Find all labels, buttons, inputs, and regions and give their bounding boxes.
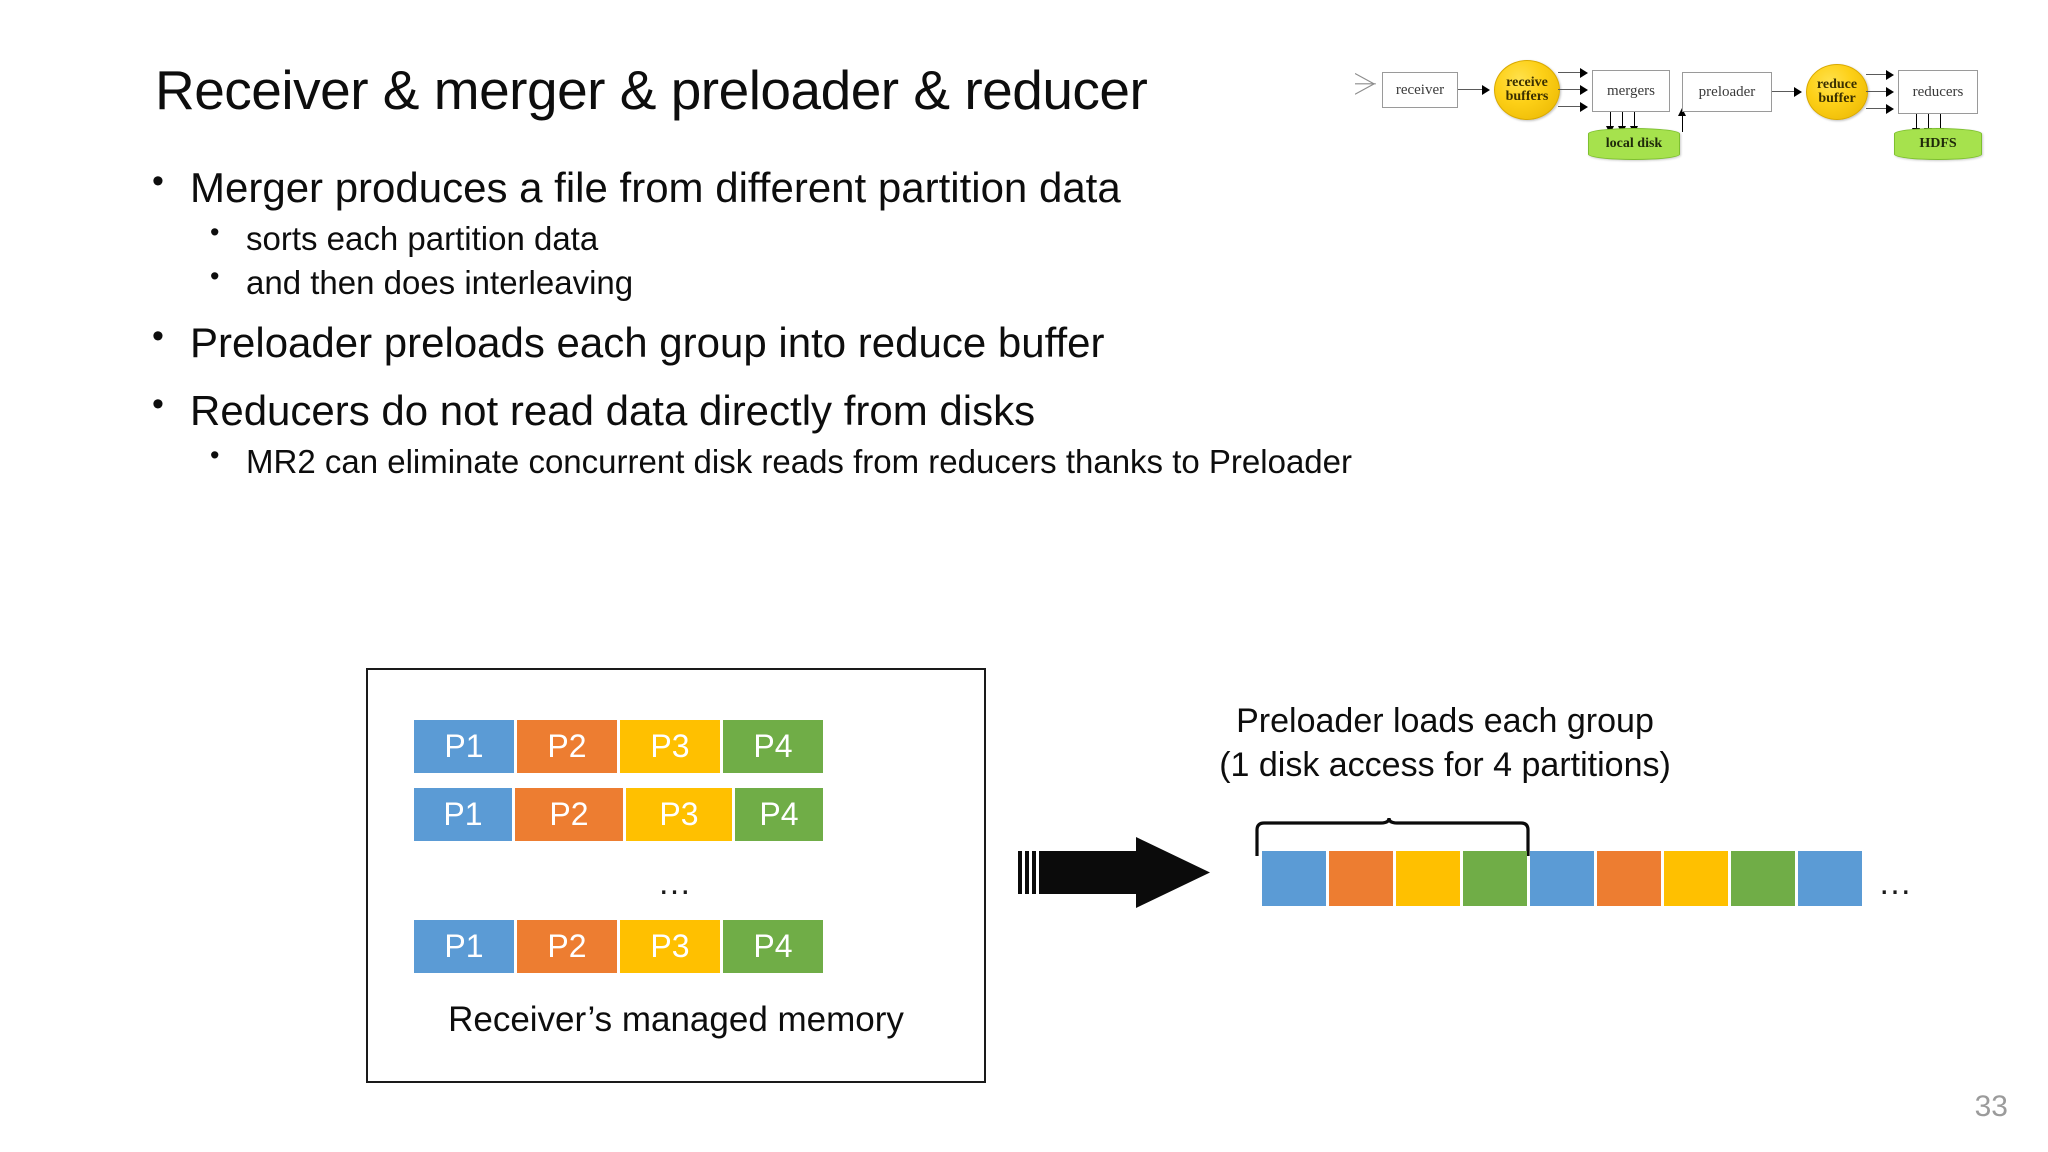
pipeline-node-preloader: preloader: [1682, 72, 1772, 112]
connector-disk-preloader: [1682, 114, 1684, 132]
connector-reducers-hdfs-3: [1940, 114, 1942, 132]
bullet-level1-merger: Merger produces a file from different pa…: [150, 159, 1850, 215]
pipeline-node-local-disk-label: local disk: [1605, 136, 1663, 151]
arrow-buffer-reducers-1-icon: [1886, 70, 1894, 80]
connector-reducers-hdfs-1: [1916, 114, 1918, 132]
memory-cell-p2: P2: [517, 720, 617, 773]
pipeline-node-reducers-label: reducers: [1912, 83, 1964, 100]
pipeline-node-local-disk: local disk: [1588, 128, 1680, 160]
arrow-disk-preloader-icon: [1678, 108, 1686, 116]
sequence-cell-p4: [1463, 851, 1527, 906]
connector-mergers-disk-2: [1622, 112, 1624, 130]
sequence-cell-p1: [1262, 851, 1326, 906]
bullet-spacer-2: [150, 373, 1850, 383]
connector-mergers-disk-3: [1634, 112, 1636, 130]
memory-cell-p1: P1: [414, 920, 514, 973]
pipeline-node-mergers: mergers: [1592, 59, 1681, 112]
preloader-annotation-line1: Preloader loads each group: [1236, 702, 1654, 740]
bullet-list: Merger produces a file from different pa…: [150, 159, 1850, 484]
connector-buffers-mergers-2: [1558, 89, 1582, 91]
sequence-cell-p1: [1530, 851, 1594, 906]
arrow-buffers-mergers-2-icon: [1580, 85, 1588, 95]
arrow-buffers-mergers-3-icon: [1580, 102, 1588, 112]
pipeline-node-receive-buffers: receive buffers: [1494, 60, 1560, 120]
memory-box-caption: Receiver’s managed memory: [448, 1000, 904, 1039]
pipeline-node-reducers: reducers: [1898, 59, 1989, 114]
preloader-annotation-line2: (1 disk access for 4 partitions): [1219, 745, 1671, 784]
sequence-cell-p3: [1396, 851, 1460, 906]
pipeline-node-receiver-label: receiver: [1395, 81, 1445, 98]
memory-cell-p3: P3: [620, 720, 720, 773]
memory-cell-p1: P1: [414, 788, 512, 841]
page-title: Receiver & merger & preloader & reducer: [155, 59, 1148, 121]
page-number: 33: [1974, 1090, 2008, 1123]
memory-rows-ellipsis: …: [657, 864, 695, 902]
connector-preloader-reducebuffer: [1772, 91, 1796, 93]
group-brace-icon: [1255, 818, 1530, 856]
sequence-cell-p4: [1731, 851, 1795, 906]
flow-arrow-icon: [1018, 837, 1210, 908]
bullet-level1-preloader: Preloader preloads each group into reduc…: [150, 314, 1850, 370]
receive-buffers-label-1: receive: [1506, 75, 1548, 90]
preloaded-sequence: [1262, 851, 1865, 906]
sequence-ellipsis: …: [1878, 864, 1915, 902]
connector-buffers-mergers-1: [1558, 72, 1582, 74]
memory-cell-p4: P4: [723, 720, 823, 773]
bullet-level2-sorts: sorts each partition data: [150, 215, 1850, 261]
sequence-cell-p3: [1664, 851, 1728, 906]
arrow-buffer-reducers-2-icon: [1886, 87, 1894, 97]
pipeline-node-preloader-label: preloader: [1698, 83, 1756, 100]
connector-mergers-disk-1: [1610, 112, 1612, 130]
connector-buffer-reducers-2: [1866, 91, 1888, 93]
sequence-cell-p2: [1597, 851, 1661, 906]
pipeline-diagram: receiver receive buffers mergers local d…: [1355, 28, 2030, 160]
memory-cell-p4: P4: [735, 788, 823, 841]
bullet-spacer-1: [150, 305, 1850, 315]
connector-receiver-buffers: [1458, 89, 1484, 91]
reduce-buffer-label-2: buffer: [1818, 91, 1856, 106]
memory-cell-p4: P4: [723, 920, 823, 973]
pipeline-node-mergers-label: mergers: [1606, 82, 1656, 99]
pipeline-node-hdfs-label: HDFS: [1919, 136, 1957, 151]
arrow-buffer-reducers-3-icon: [1886, 104, 1894, 114]
memory-row: P1 P2 P3 P4: [414, 788, 826, 841]
pipeline-node-reduce-buffer: reduce buffer: [1806, 64, 1868, 120]
bullet-level1-reducers: Reducers do not read data directly from …: [150, 382, 1850, 438]
connector-buffer-reducers-3: [1866, 108, 1888, 110]
pipeline-node-hdfs: HDFS: [1894, 128, 1982, 160]
connector-buffers-mergers-3: [1558, 106, 1582, 108]
memory-cell-p3: P3: [620, 920, 720, 973]
reduce-buffer-label-1: reduce: [1816, 77, 1858, 92]
sequence-cell-p2: [1329, 851, 1393, 906]
arrow-receiver-buffers-icon: [1482, 85, 1490, 95]
connector-buffer-reducers-1: [1866, 74, 1888, 76]
bullet-level2-mr2: MR2 can eliminate concurrent disk reads …: [150, 438, 1850, 484]
memory-cell-p2: P2: [515, 788, 623, 841]
bullet-level2-interleaving: and then does interleaving: [150, 259, 1850, 305]
input-lines-icon: [1355, 72, 1376, 95]
preloader-annotation: Preloader loads each group (1 disk acces…: [1135, 700, 1755, 787]
arrow-preloader-reducebuffer-icon: [1794, 87, 1802, 97]
connector-reducers-hdfs-2: [1928, 114, 1930, 132]
memory-cell-p3: P3: [626, 788, 732, 841]
memory-cell-p2: P2: [517, 920, 617, 973]
memory-row: P1 P2 P3 P4: [414, 720, 826, 773]
pipeline-node-receiver: receiver: [1382, 72, 1458, 108]
arrow-buffers-mergers-1-icon: [1580, 68, 1588, 78]
receive-buffers-label-2: buffers: [1505, 89, 1549, 104]
sequence-cell-p1: [1798, 851, 1862, 906]
memory-row: P1 P2 P3 P4: [414, 920, 826, 973]
memory-cell-p1: P1: [414, 720, 514, 773]
receiver-memory-box: P1 P2 P3 P4 P1 P2 P3 P4 … P1 P2 P3 P4 Re…: [366, 668, 986, 1083]
